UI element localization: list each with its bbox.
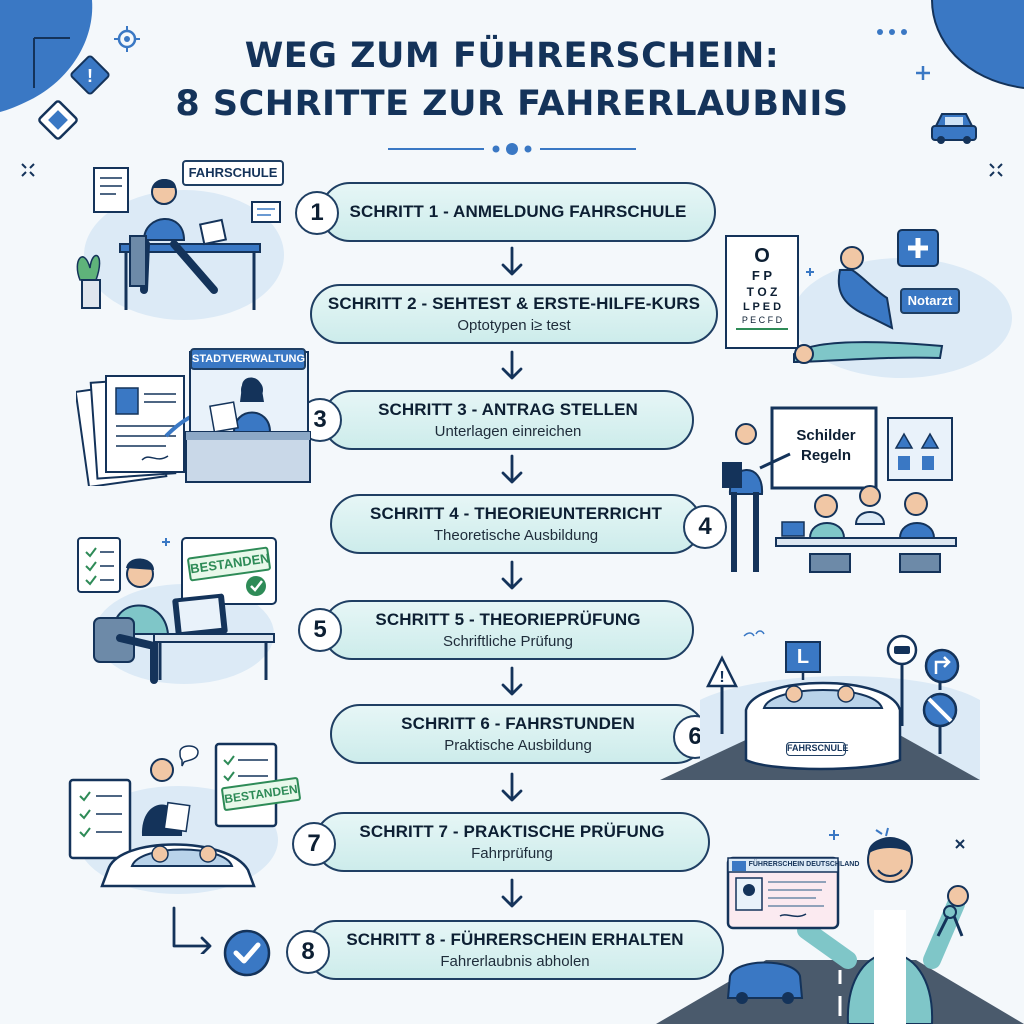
title-divider: [388, 143, 636, 155]
step-4-subtitle: Theoretische Ausbildung: [433, 527, 599, 544]
arrow-down-icon: [501, 246, 523, 276]
step-7-pill: SCHRITT 7 - PRAKTISCHE PRÜFUNG Fahrprüfu…: [314, 812, 710, 872]
practical-exam-illustration: [68, 742, 278, 894]
step-4-pill: SCHRITT 4 - THEORIEUNTERRICHT Theoretisc…: [330, 494, 702, 554]
city-office-illustration: [76, 351, 311, 486]
corner-decoration-top-left: !: [0, 0, 110, 140]
step-5-number: 5: [298, 608, 342, 652]
fahrschule-sign: FAHRSCHULE: [182, 160, 284, 186]
notarzt-sign: Notarzt: [900, 288, 960, 314]
dots-decoration: [877, 29, 907, 35]
step-7-number: 7: [292, 822, 336, 866]
target-icon: [114, 26, 140, 52]
arrow-right-icon: [172, 906, 212, 954]
step-1-pill: SCHRITT 1 - ANMELDUNG FAHRSCHULE: [320, 182, 716, 242]
step-2-pill: SCHRITT 2 - SEHTEST & ERSTE-HILFE-KURS O…: [310, 284, 718, 344]
stadtverwaltung-sign: STADTVERWALTUNG: [190, 348, 306, 370]
step-8-subtitle: Fahrerlaubnis abholen: [440, 953, 590, 970]
step-6-pill: SCHRITT 6 - FAHRSTUNDEN Praktische Ausbi…: [330, 704, 706, 764]
svg-text:L P E D: L P E D: [743, 301, 781, 313]
step-7-subtitle: Fahrprüfung: [471, 845, 553, 862]
car-icon: [931, 113, 977, 144]
step-3-pill: SCHRITT 3 - ANTRAG STELLEN Unterlagen ei…: [322, 390, 694, 450]
title-line-2: 8 SCHRITTE ZUR FAHRERLAUBNIS: [175, 84, 849, 124]
step-5-pill: SCHRITT 5 - THEORIEPRÜFUNG Schriftliche …: [322, 600, 694, 660]
checkmark-icon: [223, 929, 271, 977]
sparkle-icon: [21, 163, 35, 177]
eye-chart-first-aid-illustration: O F P T O Z L P E D P E C F D: [725, 229, 1012, 378]
page-title: WEG ZUM FÜHRERSCHEIN: 8 SCHRITTE ZUR FAH…: [0, 32, 1024, 128]
corner-decoration-top-right: [931, 0, 1024, 89]
step-5-title: SCHRITT 5 - THEORIEPRÜFUNG: [375, 610, 641, 629]
step-1-title: SCHRITT 1 - ANMELDUNG FAHRSCHULE: [349, 202, 687, 221]
plus-icon: [916, 66, 930, 80]
step-5-subtitle: Schriftliche Prüfung: [442, 633, 574, 650]
svg-text:P E C F D: P E C F D: [742, 315, 783, 325]
step-8-title: SCHRITT 8 - FÜHRERSCHEIN ERHALTEN: [346, 930, 684, 949]
step-3-title: SCHRITT 3 - ANTRAG STELLEN: [378, 400, 638, 419]
classroom-illustration: [722, 406, 957, 573]
arrow-down-icon: [501, 772, 523, 802]
svg-text:F P: F P: [752, 268, 773, 283]
step-4-title: SCHRITT 4 - THEORIEUNTERRICHT: [370, 504, 662, 523]
arrow-down-icon: [501, 560, 523, 590]
svg-text:!: !: [87, 66, 93, 86]
step-8-number: 8: [286, 930, 330, 974]
svg-text:T O Z: T O Z: [747, 285, 778, 299]
step-8-pill: SCHRITT 8 - FÜHRERSCHEIN ERHALTEN Fahrer…: [306, 920, 724, 980]
arrow-down-icon: [501, 878, 523, 908]
board-text: Schilder Regeln: [796, 427, 856, 464]
learner-sign: L: [796, 646, 810, 668]
step-1-number: 1: [295, 191, 339, 235]
desk-person-illustration: [76, 167, 284, 320]
step-4-number: 4: [683, 505, 727, 549]
step-2-subtitle: Optotypen i≥ test: [457, 317, 571, 334]
arrow-down-icon: [501, 666, 523, 696]
car-plate: FAHRSCNULE: [786, 742, 849, 756]
step-7-title: SCHRITT 7 - PRAKTISCHE PRÜFUNG: [359, 822, 665, 841]
license-holder-illustration: [656, 827, 1024, 1024]
step-2-title: SCHRITT 2 - SEHTEST & ERSTE-HILFE-KURS: [327, 294, 701, 313]
svg-text:!: !: [719, 669, 724, 686]
step-3-subtitle: Unterlagen einreichen: [434, 423, 582, 440]
svg-text:O: O: [754, 245, 770, 267]
license-header: FÜHRERSCHEIN DEUTSCHLAND: [748, 861, 860, 868]
driving-lesson-illustration: !: [660, 630, 980, 780]
arrow-down-icon: [501, 350, 523, 380]
sparkle-icon: [989, 163, 1003, 177]
step-6-title: SCHRITT 6 - FAHRSTUNDEN: [401, 714, 635, 733]
title-line-1: WEG ZUM FÜHRERSCHEIN:: [244, 36, 780, 76]
arrow-down-icon: [501, 454, 523, 484]
step-6-subtitle: Praktische Ausbildung: [444, 737, 592, 754]
